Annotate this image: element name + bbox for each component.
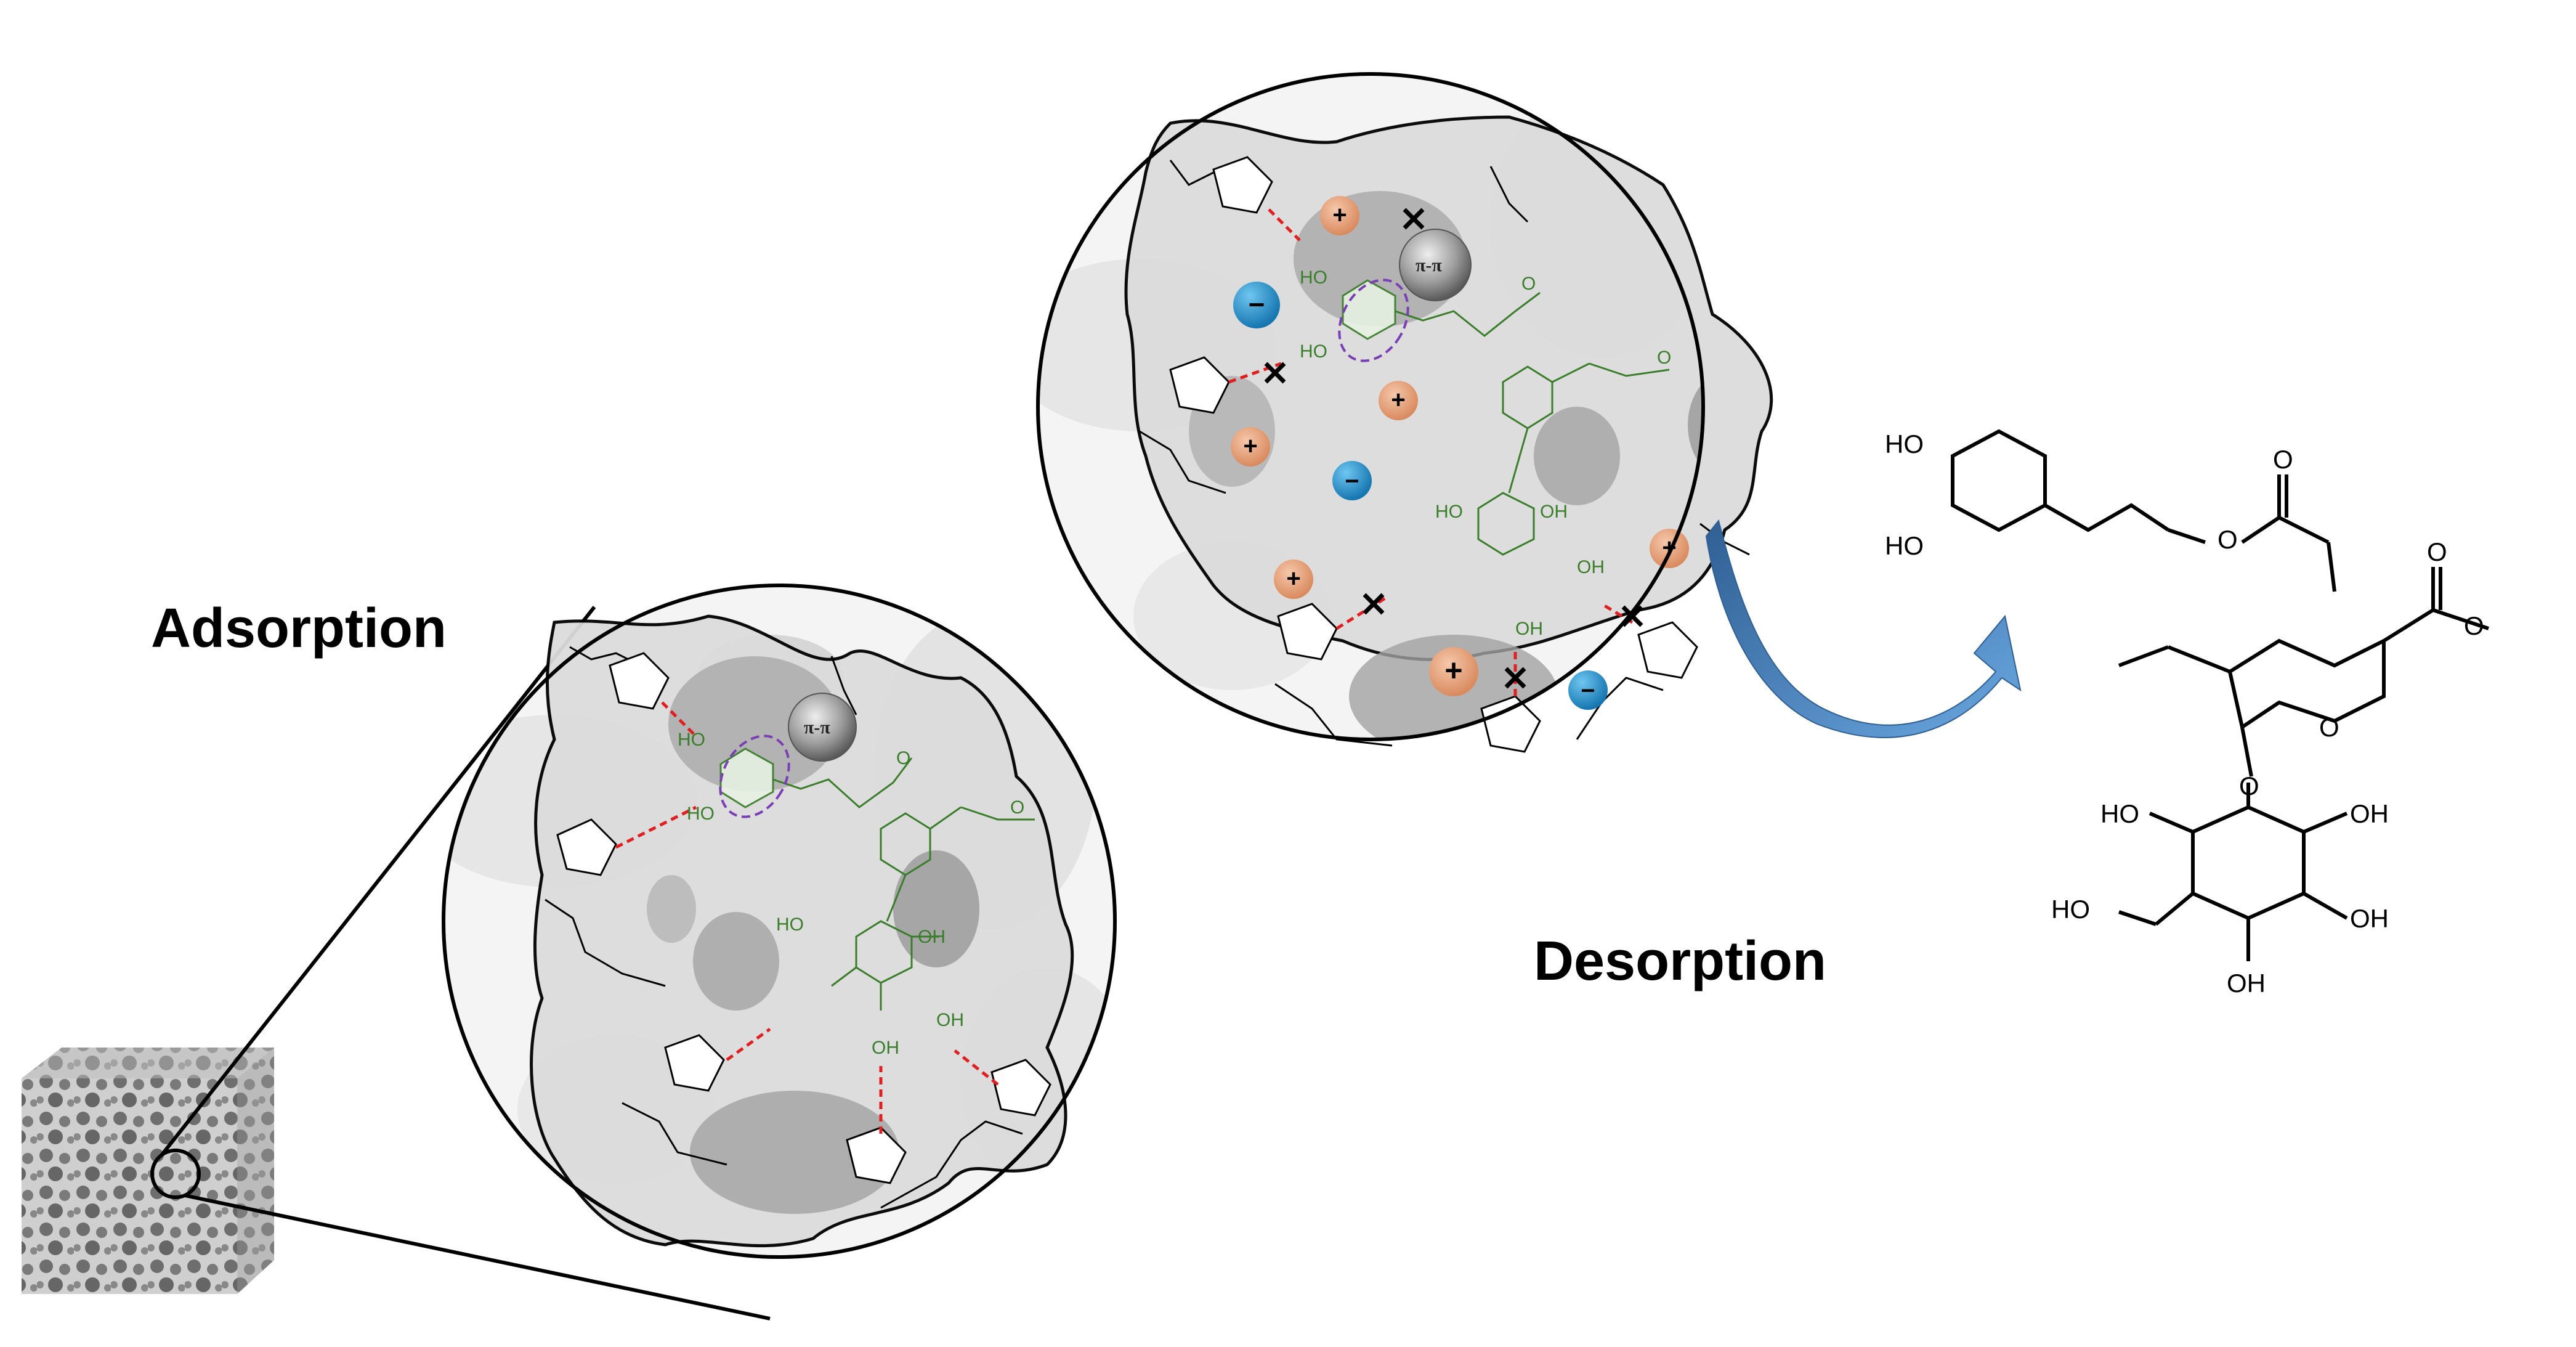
label-o-r1: O <box>2218 525 2238 554</box>
label-ho-r3: HO <box>2100 799 2139 828</box>
cation-sign-3: + <box>1243 433 1257 460</box>
label-oh-r3: OH <box>2227 969 2266 998</box>
label-o-4: O <box>1657 348 1671 368</box>
label-o-2: O <box>1010 797 1024 818</box>
imidazole-group-2 <box>1169 156 1698 753</box>
blocked-x-icon <box>1264 208 1643 689</box>
cation-sign-5: + <box>1444 653 1462 688</box>
label-ho-6: HO <box>1435 502 1463 522</box>
label-oh-r2: OH <box>2350 904 2389 933</box>
label-o-r2: O <box>2273 445 2293 474</box>
label-oh-2: OH <box>936 1010 964 1030</box>
label-o-r5: O <box>2319 713 2339 742</box>
label-ho-1: HO <box>678 730 705 750</box>
cation-sign-1: + <box>1332 201 1347 229</box>
imidazole-group <box>556 652 1051 1184</box>
anion: − <box>1233 282 1280 328</box>
curved-arrow-icon <box>1705 519 2022 738</box>
cation-sign-2: + <box>1391 386 1405 413</box>
anion-sign-1: − <box>1249 288 1265 320</box>
adsorption-pore-view: HO HO HO OH OH OH O O π-π Adsorption <box>151 584 1117 1259</box>
pi-stacking-site-2: π-π <box>1338 229 1472 362</box>
anion: − <box>1332 461 1372 500</box>
ligand-labels: HO HO HO OH OH OH O O <box>678 730 1024 1058</box>
label-o-3: O <box>1521 274 1536 294</box>
label-oh-1: OH <box>918 927 946 947</box>
pi-pi-label: π-π <box>804 717 830 738</box>
label-o-r6: O <box>2239 771 2259 800</box>
label-ho-r4: HO <box>2051 895 2090 924</box>
pi-pi-label-2: π-π <box>1416 255 1442 275</box>
zoom-origin-circle <box>150 1149 201 1199</box>
label-ho-5: HO <box>1300 341 1327 362</box>
label-oh-4: OH <box>1540 502 1568 522</box>
polymer-network-outline <box>530 614 1074 1248</box>
ligand-labels-2: HO HO HO OH OH OH O O <box>1300 267 1671 639</box>
label-o-r4: O <box>2464 611 2484 640</box>
released-molecule-labels: HO HO O O O O O O HO OH HO OH OH <box>1885 429 2484 998</box>
label-oh-6: OH <box>1515 619 1543 639</box>
label-ho-3: HO <box>776 914 804 935</box>
label-oh-r1: OH <box>2350 799 2389 828</box>
porous-cube-icon <box>22 1048 274 1294</box>
label-o-1: O <box>896 748 910 768</box>
label-oh-5: OH <box>1577 557 1605 577</box>
cation: + <box>1429 647 1478 696</box>
polymer-backbone <box>545 646 1023 1209</box>
label-ho-2: HO <box>687 804 715 824</box>
label-oh-3: OH <box>872 1038 899 1058</box>
adsorption-label: Adsorption <box>151 598 447 659</box>
cation: + <box>1379 381 1418 420</box>
desorption-label: Desorption <box>1534 930 1826 992</box>
anion-sign-2: − <box>1345 468 1359 495</box>
pore-shadows <box>647 656 979 1214</box>
zoom-lines <box>160 606 771 1321</box>
hydrogen-bonds <box>615 701 999 1134</box>
anion: − <box>1568 670 1608 710</box>
cation: + <box>1231 427 1270 466</box>
label-o-r3: O <box>2427 537 2447 566</box>
cation: + <box>1274 560 1313 599</box>
anion-sign-3: − <box>1581 677 1595 704</box>
polymer-backbone-2 <box>1139 160 1750 747</box>
label-ho-4: HO <box>1300 267 1327 288</box>
cation: + <box>1320 196 1359 235</box>
label-ho-r2: HO <box>1885 531 1924 560</box>
desorption-pore-view: HO HO HO OH OH OH O O π-π + + + <box>1036 72 1773 753</box>
pi-stacking-site: π-π <box>719 693 857 818</box>
bound-molecule <box>719 747 1035 1011</box>
cation: + <box>1650 529 1689 568</box>
bound-molecule-2 <box>1342 279 1670 556</box>
polymer-network-outline-2 <box>1124 115 1773 661</box>
label-ho-r1: HO <box>1885 429 1924 458</box>
released-molecule <box>1951 429 2489 961</box>
cation-sign-4: + <box>1286 565 1300 592</box>
